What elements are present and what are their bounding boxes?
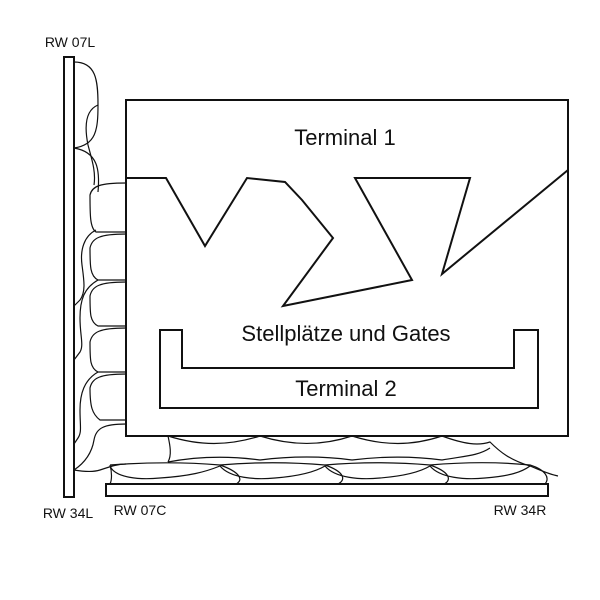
- taxiway-vertical: [73, 61, 127, 473]
- runway-07c-34r: [105, 483, 549, 497]
- stands-and-gates-label: Stellplätze und Gates: [241, 321, 450, 346]
- terminal-2-building: [159, 329, 539, 409]
- terminal-1-building: [125, 99, 569, 437]
- runway-07c-label: RW 07C: [114, 502, 167, 518]
- taxiway-horizontal: [109, 435, 559, 485]
- runway-07l-34l: [63, 56, 75, 498]
- terminal-2-label: Terminal 2: [295, 376, 396, 401]
- runway-34l-label: RW 34L: [43, 505, 94, 521]
- runway-34r-label: RW 34R: [494, 502, 547, 518]
- runway-07l-label: RW 07L: [45, 34, 96, 50]
- terminal-1-label: Terminal 1: [294, 125, 395, 150]
- terminal-1-pier-1: [126, 169, 569, 308]
